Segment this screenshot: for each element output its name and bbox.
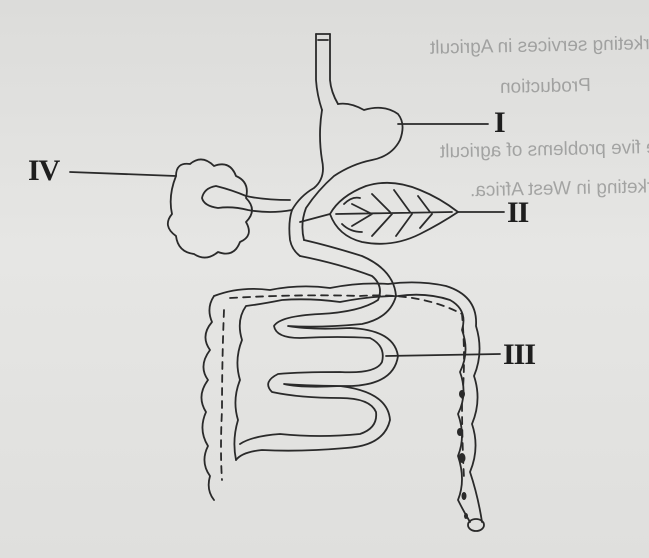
large-intestine-inner: [221, 295, 464, 480]
label-i: I: [494, 106, 505, 140]
label-iv: IV: [28, 154, 59, 188]
oesophagus-top-cap: [316, 34, 330, 40]
label-ii: II: [507, 196, 528, 230]
small-intestine: [236, 240, 398, 460]
leader-line-iv: [70, 172, 176, 176]
leader-line-iii: [386, 354, 500, 356]
stomach: [289, 104, 402, 256]
oesophagus: [316, 34, 338, 110]
rectum-end: [468, 519, 484, 531]
label-iii: III: [503, 338, 535, 372]
large-intestine: [201, 282, 482, 522]
